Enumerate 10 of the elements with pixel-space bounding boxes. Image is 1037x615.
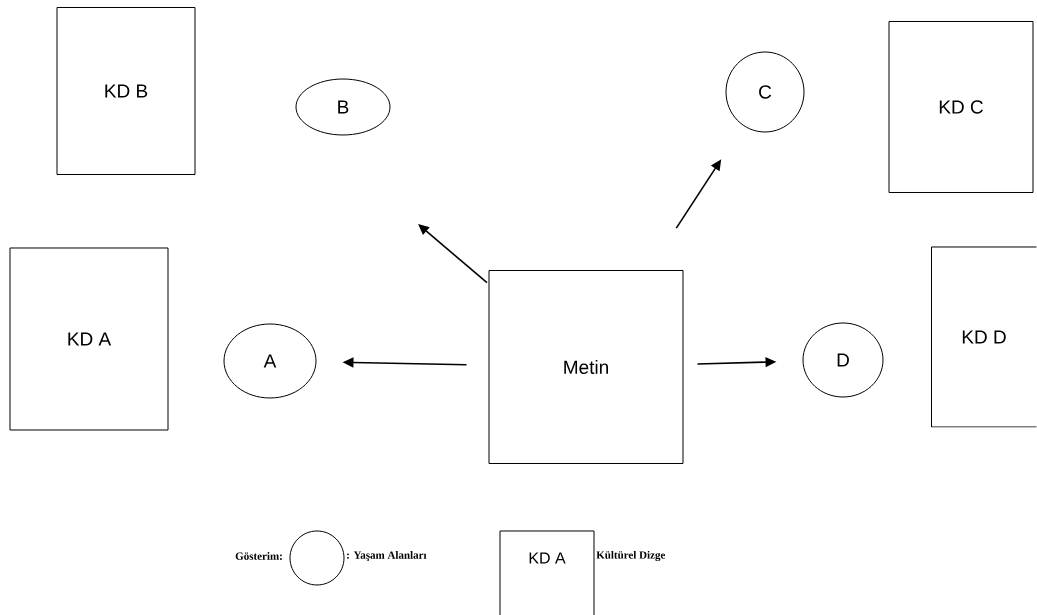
box: KD C — [888, 21, 1034, 193]
legend-text: : Yaşam Alanları — [347, 551, 427, 561]
box: KD A — [9, 247, 169, 431]
legend-box: KD A — [499, 530, 595, 615]
box: KD D — [931, 246, 1037, 428]
box: Metin — [488, 270, 684, 464]
box: KD B — [56, 7, 196, 175]
legend-text: Kültürel Dizge — [596, 550, 666, 562]
legend-title: Gösterim: — [235, 552, 282, 560]
arrow — [418, 224, 488, 284]
